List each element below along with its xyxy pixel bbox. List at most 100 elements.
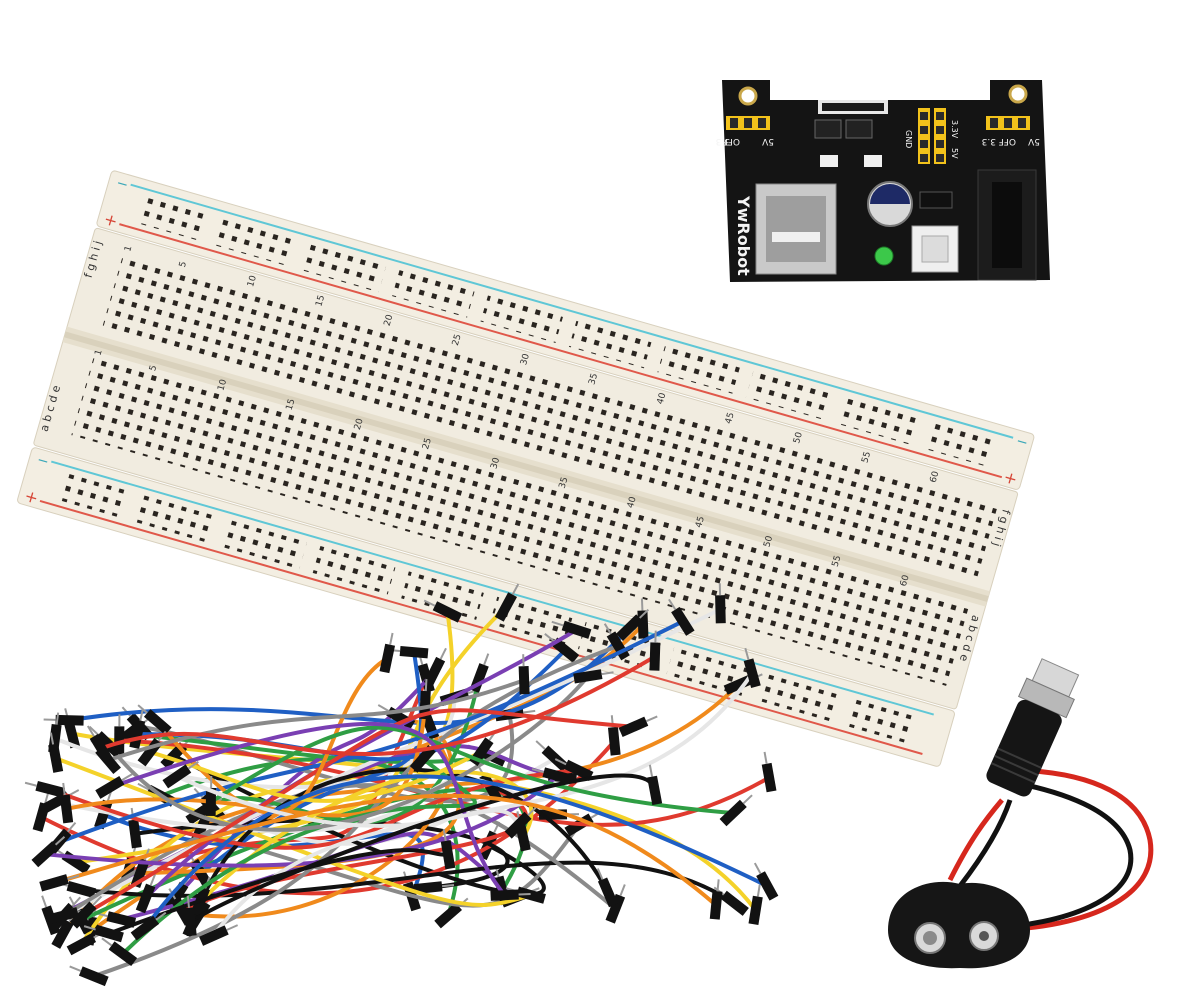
jumper-wires	[24, 583, 779, 987]
dupont-connector	[94, 924, 124, 943]
column-number: 25	[421, 437, 434, 451]
connector-pin	[44, 791, 50, 804]
dupont-connector	[39, 874, 69, 892]
dupont-connector	[78, 966, 109, 987]
dupont-connector	[66, 933, 97, 956]
column-number: 60	[899, 574, 912, 588]
connector-pin	[742, 794, 753, 805]
jumper-wire	[156, 656, 389, 816]
column-number: 35	[558, 476, 571, 490]
column-number: 25	[451, 333, 464, 347]
dupont-connector	[184, 907, 197, 937]
connector-pin	[511, 583, 520, 596]
connector-pin	[535, 740, 546, 750]
connector-pin	[527, 806, 538, 817]
jumper-wire	[66, 704, 428, 818]
column-number: 15	[314, 294, 327, 308]
header-label-gnd: GND	[904, 130, 913, 148]
connector-pin	[442, 828, 447, 842]
connector-pin	[83, 925, 96, 931]
dupont-connector	[494, 592, 518, 622]
connector-pin	[66, 822, 77, 833]
left-jumper-5v-label: 5V	[761, 136, 774, 146]
connector-pin	[186, 895, 190, 908]
connector-pin	[155, 911, 167, 921]
jumper-wire	[100, 654, 656, 757]
connector-pin	[86, 725, 95, 737]
connector-pin	[531, 768, 544, 774]
rail-plus-label-bottom: +	[22, 486, 40, 508]
rail-minus-label: −	[114, 175, 130, 194]
connector-pin	[137, 704, 148, 714]
connector-pin	[544, 633, 555, 643]
left-jumper-off-label: OFF	[723, 136, 740, 146]
dupont-connector	[95, 775, 125, 799]
connector-pin	[24, 781, 37, 787]
battery-snap-connector	[888, 881, 1030, 969]
column-number: 50	[762, 535, 775, 549]
column-number: 45	[724, 411, 737, 425]
connector-pin	[139, 708, 144, 721]
dupont-connector	[162, 764, 192, 789]
dupont-connector	[143, 709, 172, 736]
dc-barrel-jack[interactable]	[977, 169, 1037, 281]
dupont-connector	[135, 883, 156, 914]
connector-pin	[69, 965, 82, 972]
connector-pin	[41, 895, 48, 908]
jumper-wire	[63, 783, 617, 918]
rail-minus-label-right: −	[1014, 433, 1030, 452]
dupont-connector	[518, 666, 530, 695]
column-number: 5	[148, 364, 159, 372]
connector-pin	[149, 873, 157, 886]
dupont-connector	[504, 811, 532, 839]
dupont-connector	[561, 620, 592, 639]
connector-pin	[226, 924, 239, 931]
connector-pin	[601, 671, 614, 676]
dupont-connector	[399, 646, 429, 659]
dupont-connector	[671, 606, 695, 636]
dupont-connector	[205, 787, 217, 817]
right-jumper-5v-label: 5V	[1027, 136, 1040, 146]
dupont-connector	[618, 716, 649, 738]
dupont-connector	[432, 601, 463, 623]
left-jumper-33-label: 3.3	[716, 136, 730, 146]
connector-pin	[619, 884, 626, 897]
column-number: 35	[587, 372, 600, 386]
dupont-connector	[720, 890, 749, 916]
power-switch[interactable]	[911, 225, 959, 273]
connector-pin	[596, 868, 604, 880]
dupont-connector	[709, 890, 723, 920]
dupont-connector	[108, 941, 138, 967]
connector-pin	[423, 599, 436, 607]
column-number: 1	[123, 245, 134, 253]
connector-pin	[121, 773, 133, 782]
left-voltage-jumper[interactable]: OFF 5V 3.3	[716, 116, 774, 146]
connector-pin	[763, 751, 768, 764]
connector-pin	[523, 709, 536, 714]
header-label-5v: 5V	[950, 148, 959, 159]
dupont-connector	[573, 669, 603, 684]
jumper-wire	[53, 793, 718, 907]
connector-pin	[54, 835, 66, 846]
output-header: 3.3V GND 5V	[904, 108, 959, 164]
column-number: 55	[831, 554, 844, 568]
column-number: 40	[656, 392, 669, 406]
dupont-connector	[128, 819, 142, 849]
dupont-connector	[69, 901, 97, 929]
dupont-connector	[130, 858, 150, 888]
column-number: 20	[383, 313, 396, 327]
usb-port[interactable]	[755, 183, 837, 275]
right-voltage-jumper[interactable]: OFF 5V 3.3	[982, 116, 1040, 146]
dupont-connector	[607, 726, 621, 756]
dupont-connector	[48, 743, 64, 773]
jumper-wire	[107, 678, 525, 763]
column-number: 60	[929, 470, 942, 484]
column-number: 45	[694, 515, 707, 529]
connector-pin	[554, 758, 567, 766]
dupont-connector	[748, 895, 763, 925]
dupont-connector	[63, 718, 81, 749]
connector-pin	[49, 732, 55, 745]
column-numbers: 1155101015152020252530303535404045455050…	[94, 245, 942, 588]
rail-minus-label-bottom: −	[35, 452, 51, 471]
